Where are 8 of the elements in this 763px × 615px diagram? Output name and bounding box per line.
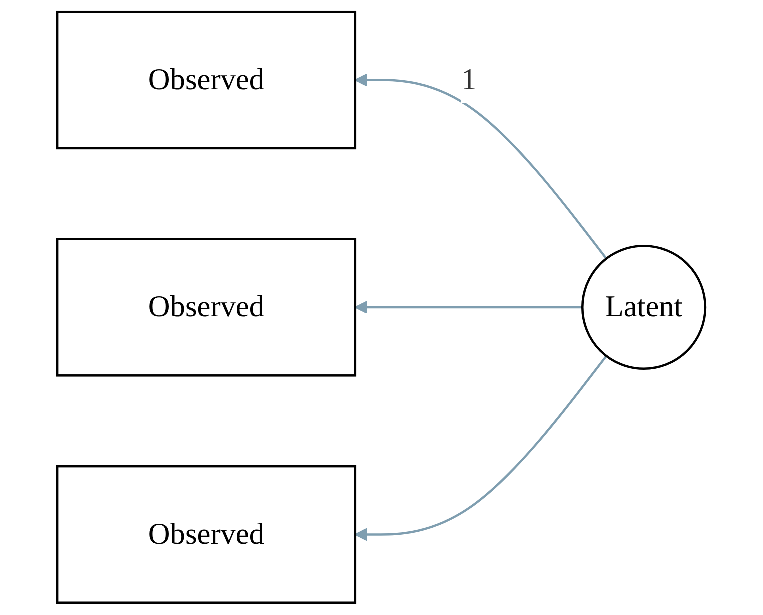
node-box: Observed (56, 238, 357, 377)
edge-label: 1 (461, 64, 477, 97)
arrow (354, 355, 608, 542)
arrow (354, 74, 608, 260)
node-box: Observed (56, 10, 357, 150)
arrow (354, 300, 583, 314)
node-box: Observed (56, 465, 357, 604)
node-circle: Latent (581, 244, 707, 370)
